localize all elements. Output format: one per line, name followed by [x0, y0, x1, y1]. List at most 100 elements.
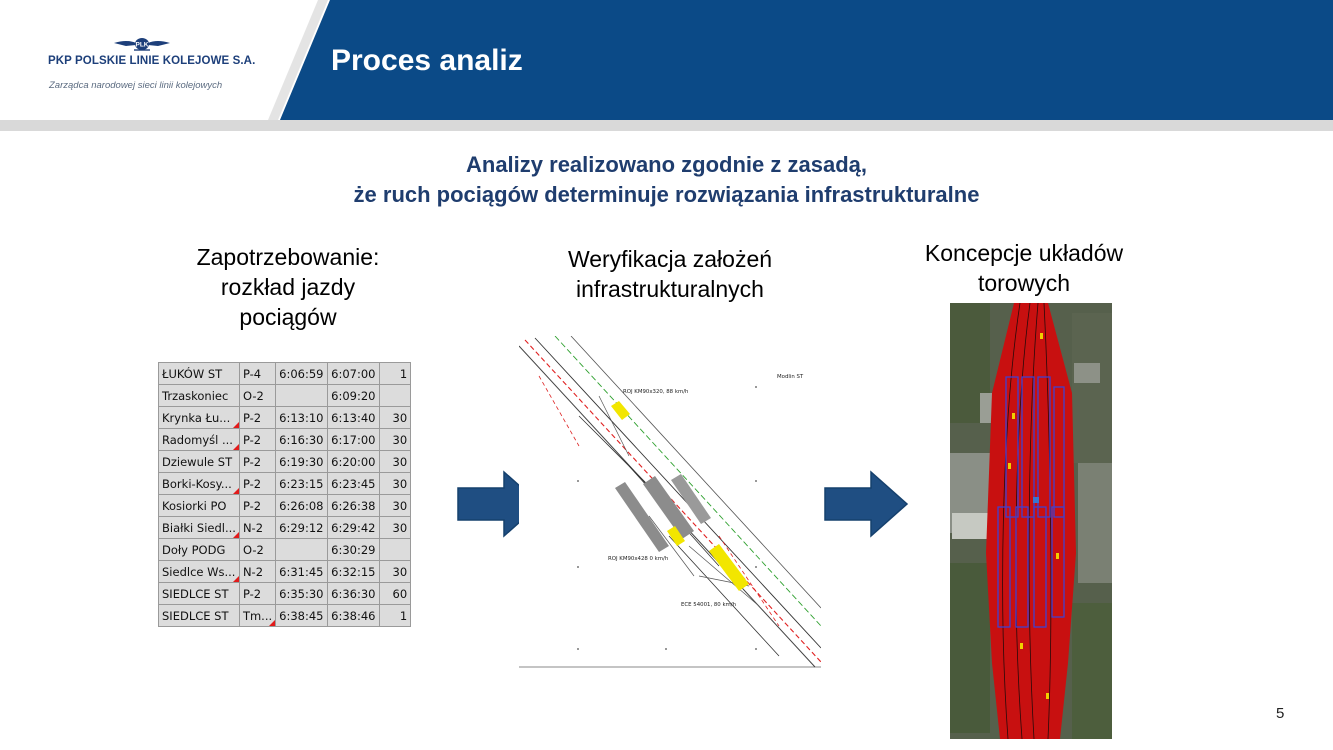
timetable-cell-arr: 6:31:45	[275, 560, 329, 583]
heading-line: Zapotrzebowanie:	[196, 244, 380, 270]
timetable-cell-arr: 6:16:30	[275, 428, 329, 451]
comment-marker-icon	[232, 576, 239, 582]
diagram-label-lower: ECE 54001, 80 km/h	[681, 602, 736, 608]
timetable-cell-dep: 6:20:00	[327, 450, 381, 473]
plk-emblem-icon: PLK	[114, 38, 170, 51]
timetable-cell-station: Krynka Łu...	[158, 406, 240, 429]
subtitle-line-1: Analizy realizowano zgodnie z zasadą,	[466, 152, 867, 177]
company-tagline: Zarządca narodowej sieci linii kolejowyc…	[49, 80, 223, 91]
comment-marker-icon	[269, 620, 275, 626]
timetable-cell-station: Borki-Kosy...	[158, 472, 240, 495]
timetable-cell-type: O-2	[238, 538, 277, 561]
timetable-cell-arr: 6:38:45	[275, 604, 329, 627]
heading-line: torowych	[977, 270, 1071, 296]
track-layout-diagram: Modlin ST ROJ KM90x320, 88 km/h ROJ KM90…	[519, 336, 821, 670]
comment-marker-icon	[232, 422, 239, 428]
timetable-cell-arr: 6:26:08	[275, 494, 329, 517]
comment-marker-icon	[232, 532, 239, 538]
timetable-cell-num: 30	[379, 406, 412, 429]
timetable-cell-dep: 6:07:00	[327, 362, 381, 385]
header-blue-band	[280, 0, 1333, 120]
slide-title: Proces analiz	[331, 44, 523, 77]
timetable-cell-num: 30	[379, 516, 412, 539]
aerial-track-concept-map	[950, 303, 1112, 739]
heading-line: Koncepcje układów	[924, 240, 1124, 266]
timetable-cell-type: P-2	[238, 472, 277, 495]
timetable-cell-dep: 6:29:42	[327, 516, 381, 539]
comment-marker-icon	[232, 444, 239, 450]
timetable-cell-station: Trzaskoniec	[158, 384, 240, 407]
timetable-cell-num: 30	[379, 450, 412, 473]
timetable-cell-num: 60	[379, 582, 412, 605]
timetable-cell-num	[379, 538, 412, 561]
timetable-cell-type: P-2	[238, 582, 277, 605]
timetable-cell-station: ŁUKÓW ST	[158, 362, 240, 385]
heading-line: rozkład jazdy	[220, 274, 356, 300]
timetable-cell-type: P-2	[238, 406, 277, 429]
emblem-text: PLK	[136, 42, 149, 49]
heading-line: Weryfikacja założeń	[567, 246, 773, 272]
header-title-band	[268, 0, 1333, 120]
timetable-cell-type: P-4	[238, 362, 277, 385]
timetable-cell-station: Białki Siedl...	[158, 516, 240, 539]
timetable-cell-dep: 6:36:30	[327, 582, 381, 605]
timetable-cell-arr: 6:29:12	[275, 516, 329, 539]
timetable-cell-station: Siedlce Ws...	[158, 560, 240, 583]
timetable-cell-arr	[275, 384, 329, 407]
timetable-cell-dep: 6:13:40	[327, 406, 381, 429]
timetable-cell-arr: 6:23:15	[275, 472, 329, 495]
timetable-cell-station: Dziewule ST	[158, 450, 240, 473]
timetable-cell-arr: 6:19:30	[275, 450, 329, 473]
timetable-cell-num: 1	[379, 604, 412, 627]
timetable-cell-station: SIEDLCE ST	[158, 582, 240, 605]
subtitle-line-2: że ruch pociągów determinuje rozwiązania…	[353, 182, 980, 207]
timetable-cell-dep: 6:30:29	[327, 538, 381, 561]
comment-marker-icon	[232, 488, 239, 494]
timetable-cell-num	[379, 384, 412, 407]
heading-line: infrastrukturalnych	[576, 276, 764, 302]
column-heading-verification: Weryfikacja założeń infrastrukturalnych	[540, 244, 800, 304]
timetable-cell-type: N-2	[238, 560, 277, 583]
timetable-cell-dep: 6:32:15	[327, 560, 381, 583]
timetable-cell-type: P-2	[238, 494, 277, 517]
timetable-cell-num: 30	[379, 494, 412, 517]
diagram-label-middle: ROJ KM90x428 0 km/h	[608, 556, 668, 562]
timetable-cell-type: Tm...	[238, 604, 277, 627]
timetable-cell-dep: 6:38:46	[327, 604, 381, 627]
diagram-label-top-right: Modlin ST	[777, 374, 804, 380]
page-number: 5	[1276, 705, 1285, 722]
timetable-cell-type: N-2	[238, 516, 277, 539]
timetable-cell-num: 30	[379, 428, 412, 451]
timetable-cell-station: Radomyśl ...	[158, 428, 240, 451]
column-heading-concepts: Koncepcje układów torowych	[900, 238, 1148, 298]
column-heading-demand: Zapotrzebowanie: rozkład jazdy pociągów	[168, 242, 408, 332]
process-arrow-icon	[824, 470, 909, 538]
timetable-cell-arr: 6:13:10	[275, 406, 329, 429]
timetable-cell-station: SIEDLCE ST	[158, 604, 240, 627]
timetable-cell-dep: 6:09:20	[327, 384, 381, 407]
timetable-cell-type: P-2	[238, 428, 277, 451]
timetable-cell-arr: 6:06:59	[275, 362, 329, 385]
timetable-cell-num: 30	[379, 472, 412, 495]
heading-line: pociągów	[239, 304, 337, 330]
company-name: PKP POLSKIE LINIE KOLEJOWE S.A.	[48, 55, 256, 67]
timetable-cell-station: Kosiorki PO	[158, 494, 240, 517]
timetable-cell-station: Doły PODG	[158, 538, 240, 561]
timetable-cell-num: 30	[379, 560, 412, 583]
timetable-cell-dep: 6:23:45	[327, 472, 381, 495]
company-logo: PLK PKP POLSKIE LINIE KOLEJOWE S.A. Zarz…	[48, 36, 255, 96]
header-divider	[0, 120, 1333, 131]
timetable-cell-arr: 6:35:30	[275, 582, 329, 605]
